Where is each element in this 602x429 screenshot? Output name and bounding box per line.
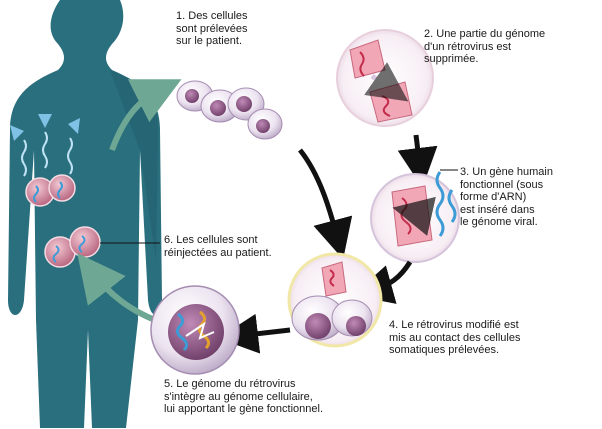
arrow-step5-to-body	[77, 253, 157, 323]
step-6-label: 6. Les cellules sont réinjectées au pati…	[164, 234, 324, 259]
step-text: Les cellules sont réinjectées au patient…	[164, 234, 272, 259]
triangle-icon	[38, 114, 52, 128]
step-text: Un gène humain fonctionnel (sous forme d…	[460, 166, 553, 228]
gene-insertion-bubble	[370, 171, 460, 263]
step-2-label: 2. Une partie du génome d'un rétrovirus …	[424, 28, 574, 66]
arrow-step4-to-step5	[218, 313, 291, 354]
step-number: 3.	[460, 166, 470, 178]
step-text: Une partie du génome d'un rétrovirus est…	[424, 28, 546, 65]
retrovirus-bubble	[336, 29, 434, 127]
step-4-label: 4. Le rétrovirus modifié est mis au cont…	[389, 319, 599, 357]
step-number: 2.	[424, 28, 434, 40]
step-number: 1.	[176, 10, 186, 22]
step-number: 4.	[389, 319, 399, 331]
contact-bubble	[287, 252, 383, 348]
step-5-label: 5. Le génome du rétrovirus s'intègre au …	[164, 378, 404, 416]
integrated-cell	[150, 285, 240, 375]
step-text: Des cellules sont prélevées sur le patie…	[176, 10, 248, 47]
step-text: Le rétrovirus modifié est mis au contact…	[389, 319, 521, 356]
step-number: 5.	[164, 378, 174, 390]
body-cells-upper	[25, 174, 76, 207]
arrow-step2-to-step3	[397, 134, 438, 188]
body-signals	[10, 114, 80, 177]
patient-silhouette	[8, 0, 162, 428]
step-1-label: 1. Des cellules sont prélevées sur le pa…	[176, 10, 296, 48]
step-text: Le génome du rétrovirus s'intègre au gén…	[164, 378, 324, 415]
arrow-body-to-step1	[109, 79, 182, 152]
triangle-icon	[10, 125, 24, 141]
arrow-step1-to-step4	[298, 148, 353, 260]
step-number: 6.	[164, 234, 174, 246]
step-3-label: 3. Un gène humain fonctionnel (sous form…	[460, 166, 600, 229]
triangle-icon	[68, 118, 80, 134]
extracted-cells	[176, 80, 283, 140]
